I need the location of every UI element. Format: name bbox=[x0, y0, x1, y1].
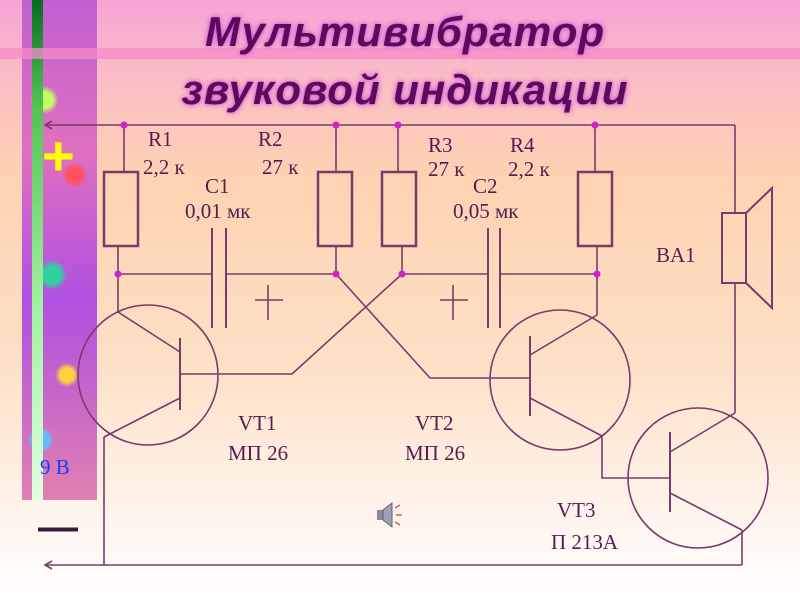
capacitor-c1 bbox=[211, 228, 227, 328]
c1-value: 0,01 мк bbox=[185, 199, 251, 223]
transistor-vt1 bbox=[77, 304, 219, 446]
c1-name: C1 bbox=[205, 174, 230, 198]
resistor-r2 bbox=[316, 170, 354, 248]
r1-value: 2,2 к bbox=[143, 155, 186, 179]
decorative-green-bar bbox=[32, 0, 43, 500]
r2-name: R2 bbox=[258, 127, 283, 151]
c2-value: 0,05 мк bbox=[453, 199, 519, 223]
rail-arrow-top bbox=[43, 120, 53, 130]
r1-name: R1 bbox=[148, 127, 173, 151]
title-line-2: звуковой индикации bbox=[181, 66, 629, 113]
vt2-name: VT2 bbox=[415, 411, 454, 435]
vt1-value: МП 26 bbox=[228, 441, 288, 465]
c2-polarity-plus-icon bbox=[440, 285, 468, 320]
title-line-1: Мультивибратор bbox=[204, 8, 606, 55]
r3-value: 27 к bbox=[428, 157, 465, 181]
decorative-pink-bar bbox=[0, 48, 800, 59]
minus-terminal: — bbox=[38, 505, 78, 549]
junction-nodes bbox=[114, 121, 601, 278]
speaker-ba1 bbox=[721, 185, 773, 311]
vt3-value: П 213А bbox=[551, 530, 619, 554]
resistor-r4 bbox=[576, 170, 614, 248]
r3-name: R3 bbox=[428, 133, 453, 157]
r4-value: 2,2 к bbox=[508, 157, 551, 181]
capacitor-c2 bbox=[487, 228, 501, 328]
resistor-r1 bbox=[102, 170, 140, 248]
transistor-vt3 bbox=[627, 407, 769, 549]
plus-terminal: + bbox=[42, 124, 75, 187]
vt1-name: VT1 bbox=[238, 411, 277, 435]
ba1-name: BA1 bbox=[656, 243, 696, 267]
c1-polarity-plus-icon bbox=[255, 285, 283, 320]
vt2-value: МП 26 bbox=[405, 441, 465, 465]
c2-name: C2 bbox=[473, 174, 498, 198]
resistor-r3 bbox=[380, 170, 418, 248]
sound-icon[interactable] bbox=[377, 501, 402, 529]
voltage-label: 9 В bbox=[40, 455, 70, 479]
vt3-name: VT3 bbox=[557, 498, 596, 522]
r2-value: 27 к bbox=[262, 155, 299, 179]
transistor-vt2 bbox=[489, 309, 631, 451]
rail-arrow-bottom bbox=[43, 560, 53, 570]
r4-name: R4 bbox=[510, 133, 535, 157]
